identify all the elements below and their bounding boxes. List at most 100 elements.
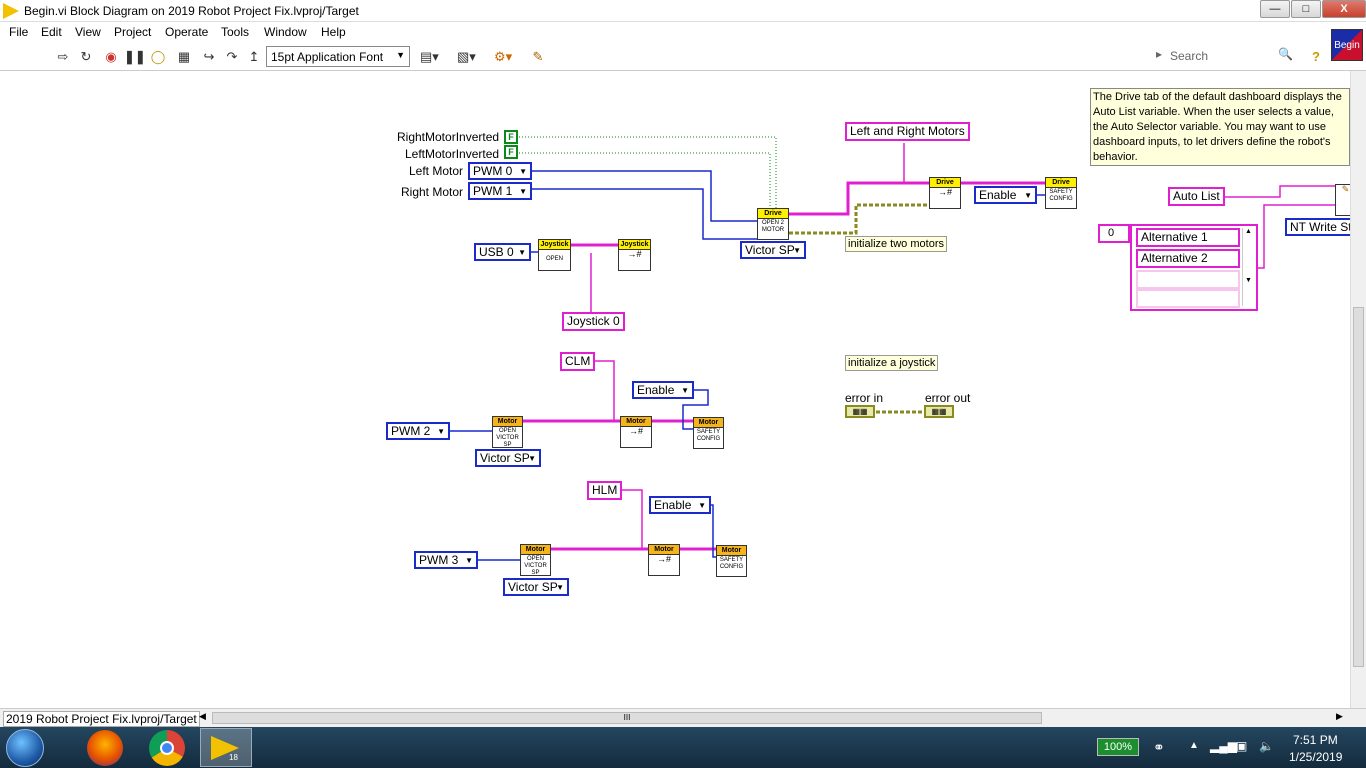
network-icon[interactable]: ▣ xyxy=(1236,739,1248,753)
left-motor-inverted-constant[interactable]: F xyxy=(504,145,518,159)
error-in-terminal[interactable]: ▦▦ xyxy=(845,405,875,418)
menu-project[interactable]: Project xyxy=(114,25,152,39)
clm-enable-control[interactable]: Enable xyxy=(632,381,694,399)
maximize-button[interactable]: □ xyxy=(1291,0,1321,18)
project-path[interactable]: 2019 Robot Project Fix.lvproj/Target xyxy=(3,711,200,727)
left-right-motors-string[interactable]: Left and Right Motors xyxy=(845,122,970,141)
auto-list-array[interactable]: Alternative 1 Alternative 2 ▲▼ xyxy=(1130,224,1258,311)
wire-hlm-name[interactable] xyxy=(621,489,643,549)
menu-edit[interactable]: Edit xyxy=(41,25,62,39)
menu-help[interactable]: Help xyxy=(321,25,346,39)
victor-sp-drive-select[interactable]: Victor SP xyxy=(740,241,806,259)
vi-icon[interactable]: Begin xyxy=(1331,29,1363,61)
abort-icon[interactable]: ◉ xyxy=(105,49,117,64)
menu-window[interactable]: Window xyxy=(264,25,307,39)
menu-view[interactable]: View xyxy=(75,25,101,39)
search-box[interactable]: ▸ Search 🔍 xyxy=(1156,47,1306,67)
list-item[interactable]: Alternative 2 xyxy=(1136,249,1240,268)
hlm-set-reference-vi[interactable]: Motor →# xyxy=(648,544,680,576)
distribute-objects-icon[interactable]: ▧▾ xyxy=(457,49,476,64)
horizontal-scroll-thumb[interactable]: III xyxy=(212,712,1042,724)
scroll-right-icon[interactable]: ▶ xyxy=(1336,711,1343,721)
power-plug-icon[interactable]: ⚭ xyxy=(1153,739,1165,755)
joystick-open-vi[interactable]: Joystick OPEN xyxy=(538,239,571,271)
step-out-icon[interactable]: ↥ xyxy=(248,49,260,64)
drive-set-reference-vi[interactable]: Drive →# xyxy=(929,177,961,209)
listbox-index[interactable]: 0 xyxy=(1098,224,1130,243)
step-over-icon[interactable]: ↷ xyxy=(226,49,238,64)
drive-open-2motor-vi[interactable]: Drive OPEN 2 MOTOR xyxy=(757,208,789,240)
hlm-safety-config-vi[interactable]: Motor SAFETY CONFIG xyxy=(716,545,747,577)
font-select[interactable]: 15pt Application Font ▼ xyxy=(266,46,410,67)
clm-set-reference-vi[interactable]: Motor →# xyxy=(620,416,652,448)
pwm2-control[interactable]: PWM 2 xyxy=(386,422,450,440)
signal-icon[interactable]: ▂▄▆ xyxy=(1210,739,1237,753)
auto-list-string[interactable]: Auto List xyxy=(1168,187,1225,206)
vertical-scroll-thumb[interactable] xyxy=(1353,307,1364,667)
drive-safety-config-vi[interactable]: Drive SAFETY CONFIG xyxy=(1045,177,1077,209)
search-dropdown-icon[interactable]: ▸ xyxy=(1156,47,1163,61)
wire-pwm0[interactable] xyxy=(532,170,758,222)
close-button[interactable]: X xyxy=(1322,0,1366,18)
clm-safety-config-vi[interactable]: Motor SAFETY CONFIG xyxy=(693,417,724,449)
nt-write-string-array[interactable]: NT Write St xyxy=(1285,218,1350,236)
clm-string[interactable]: CLM xyxy=(560,352,596,371)
labview-task-button[interactable]: 18 xyxy=(200,728,252,767)
search-input[interactable]: Search xyxy=(1170,49,1209,63)
wire-clm-name[interactable] xyxy=(593,360,615,421)
menu-file[interactable]: File xyxy=(9,25,29,39)
scroll-left-icon[interactable]: ◀ xyxy=(199,711,206,721)
clean-up-diagram-icon[interactable]: ✎ xyxy=(532,49,544,64)
wire-drive-error[interactable] xyxy=(789,203,930,235)
minimize-button[interactable]: — xyxy=(1260,0,1290,18)
highlight-execution-icon[interactable]: ◯ xyxy=(150,49,166,64)
right-motor-inverted-constant[interactable]: F xyxy=(504,130,518,144)
wire-hlm-enable[interactable] xyxy=(710,504,716,558)
wire-right-inverted[interactable] xyxy=(519,136,777,211)
list-item[interactable] xyxy=(1136,270,1240,289)
listbox-scrollbar[interactable]: ▲▼ xyxy=(1242,228,1254,306)
nt-write-vi[interactable]: ✎ xyxy=(1335,184,1350,216)
pause-icon[interactable]: ❚❚ xyxy=(124,49,146,64)
firefox-icon[interactable] xyxy=(87,730,123,766)
list-item[interactable]: Alternative 1 xyxy=(1136,228,1240,247)
step-into-icon[interactable]: ↪ xyxy=(203,49,215,64)
wire-listbox[interactable] xyxy=(1258,204,1336,269)
vertical-scrollbar[interactable] xyxy=(1350,71,1366,708)
help-icon[interactable]: ? xyxy=(1312,49,1320,64)
wire-drive-ref[interactable] xyxy=(789,181,930,216)
menu-tools[interactable]: Tools xyxy=(221,25,250,39)
clock-date[interactable]: 1/25/2019 xyxy=(1289,750,1343,764)
run-icon[interactable]: ⇨ xyxy=(57,49,69,64)
clm-open-victor-vi[interactable]: Motor OPEN VICTOR SP xyxy=(492,416,523,448)
battery-indicator[interactable]: 100% xyxy=(1097,738,1139,756)
show-hidden-icons[interactable]: ▲ xyxy=(1189,740,1199,751)
list-item[interactable] xyxy=(1136,289,1240,308)
usb0-control[interactable]: USB 0 xyxy=(474,243,531,261)
wire-clm-enable[interactable] xyxy=(682,389,709,430)
hlm-string[interactable]: HLM xyxy=(587,481,623,500)
retain-wire-values-icon[interactable]: ▦ xyxy=(177,49,191,64)
drive-enable-control[interactable]: Enable xyxy=(974,186,1037,204)
clock-time[interactable]: 7:51 PM xyxy=(1293,733,1338,747)
wire-auto-list[interactable] xyxy=(1224,185,1336,198)
joystick-set-reference-vi[interactable]: Joystick →# xyxy=(618,239,651,271)
menu-operate[interactable]: Operate xyxy=(165,25,209,39)
volume-icon[interactable]: 🔈 xyxy=(1259,739,1274,753)
hlm-enable-control[interactable]: Enable xyxy=(649,496,711,514)
wire-left-inverted[interactable] xyxy=(519,152,771,211)
run-continuously-icon[interactable]: ↻ xyxy=(80,49,92,64)
joystick0-string[interactable]: Joystick 0 xyxy=(562,312,625,331)
clm-victor-sp-select[interactable]: Victor SP xyxy=(475,449,541,467)
pwm3-control[interactable]: PWM 3 xyxy=(414,551,478,569)
hlm-victor-sp-select[interactable]: Victor SP xyxy=(503,578,569,596)
pwm0-control[interactable]: PWM 0 xyxy=(468,162,532,180)
align-objects-icon[interactable]: ▤▾ xyxy=(420,49,439,64)
hlm-open-victor-vi[interactable]: Motor OPEN VICTOR SP xyxy=(520,544,551,576)
chrome-icon[interactable] xyxy=(149,730,185,766)
search-icon[interactable]: 🔍 xyxy=(1278,47,1293,61)
error-out-terminal[interactable]: ▦▦ xyxy=(924,405,954,418)
reorder-icon[interactable]: ⚙▾ xyxy=(494,49,513,64)
block-diagram[interactable]: RightMotorInverted F LeftMotorInverted F… xyxy=(0,71,1350,708)
windows-start-icon[interactable] xyxy=(6,729,44,767)
